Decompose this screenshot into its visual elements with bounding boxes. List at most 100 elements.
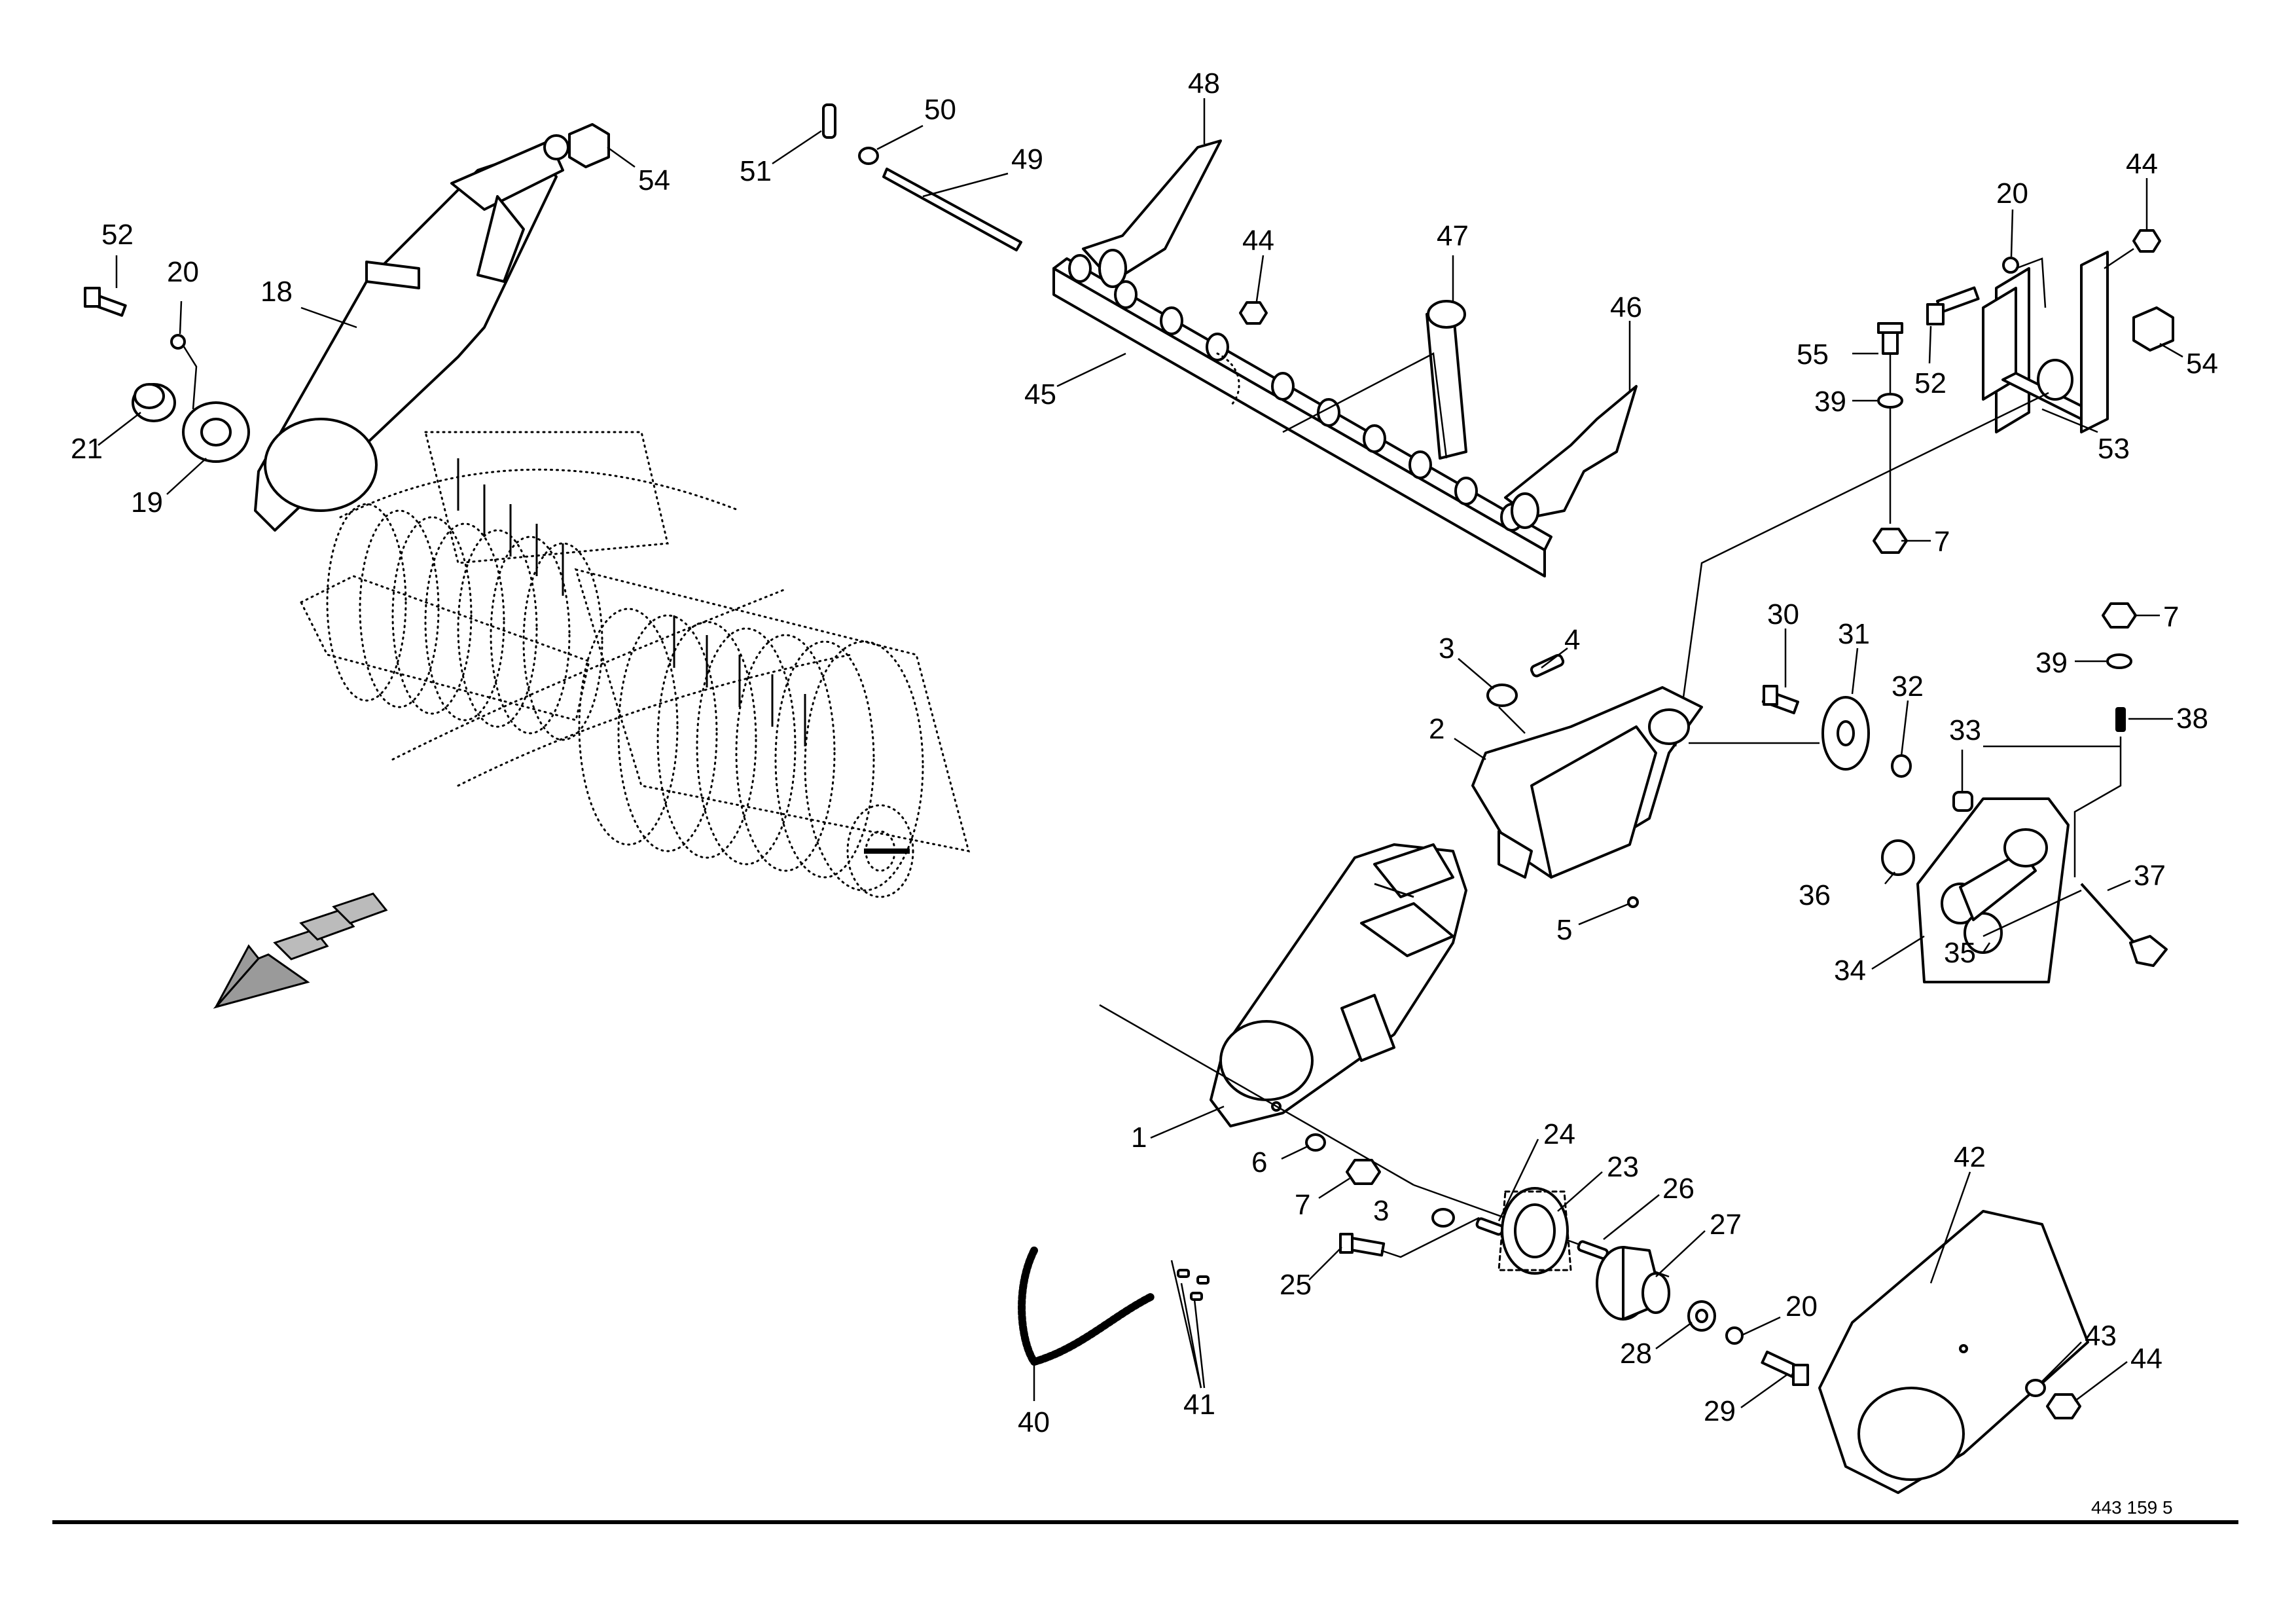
callout-31: 31 — [1838, 618, 1870, 650]
hub-27 — [1596, 1246, 1670, 1321]
washer-43 — [2025, 1379, 2046, 1397]
rotor-discs-left — [326, 503, 603, 741]
sprocket-23 — [1498, 1187, 1572, 1275]
bushing-21 — [132, 383, 176, 422]
callout-30: 30 — [1767, 598, 1799, 630]
bolt-25 — [1339, 1233, 1386, 1257]
grease-nipple-5 — [1627, 896, 1639, 908]
washer-32 — [1891, 754, 1912, 778]
washer-28 — [1687, 1300, 1716, 1332]
callout-40: 40 — [1018, 1406, 1050, 1438]
callout-44-right: 44 — [2126, 148, 2158, 180]
pin-51 — [822, 103, 836, 139]
tine-48 — [1082, 139, 1222, 288]
ring-36 — [1881, 839, 1915, 876]
callout-3-bottom: 3 — [1373, 1195, 1389, 1227]
callout-39-top: 39 — [1814, 386, 1846, 418]
spacer-33 — [1952, 791, 1973, 812]
bolt-52-left — [84, 287, 127, 317]
bolt-52-right — [1926, 286, 1980, 325]
callout-54-right: 54 — [2186, 348, 2218, 380]
callout-28: 28 — [1620, 1338, 1652, 1370]
tine-47 — [1426, 300, 1467, 460]
washer-39-right — [2106, 653, 2132, 669]
ring-3-top — [1486, 684, 1518, 707]
callout-34: 34 — [1834, 955, 1866, 987]
callout-25: 25 — [1280, 1269, 1312, 1301]
rotor-assembly-outline — [299, 431, 971, 898]
key-26 — [1577, 1240, 1609, 1260]
bolt-29 — [1761, 1351, 1809, 1386]
arm-2 — [1471, 686, 1703, 879]
callout-5: 5 — [1556, 914, 1572, 946]
direction-arrow — [213, 892, 388, 1009]
washer-20-right — [2002, 257, 2019, 274]
callout-7-top: 7 — [1934, 526, 1950, 558]
bolt-30 — [1761, 685, 1799, 715]
washer-20-left — [170, 334, 186, 350]
callout-21: 21 — [71, 433, 103, 465]
callout-23: 23 — [1607, 1151, 1639, 1183]
callout-44-bottom: 44 — [2130, 1343, 2162, 1375]
callout-7-mid: 7 — [1295, 1189, 1310, 1221]
callout-33: 33 — [1949, 714, 1981, 746]
callout-37: 37 — [2134, 860, 2166, 892]
callout-41: 41 — [1183, 1389, 1215, 1421]
callout-20-left: 20 — [167, 256, 199, 288]
tine-46 — [1504, 385, 1638, 529]
callout-53: 53 — [2098, 433, 2130, 465]
washer-39-top — [1877, 393, 1903, 409]
callout-47: 47 — [1437, 220, 1469, 252]
nut-7-top — [1873, 528, 1908, 554]
rod-37 — [2080, 883, 2168, 967]
callout-19: 19 — [131, 486, 163, 519]
callout-55: 55 — [1797, 338, 1829, 371]
chain-links-41 — [1170, 1260, 1210, 1389]
callout-38: 38 — [2176, 702, 2208, 735]
document-number: 443 159 5 — [2091, 1497, 2173, 1518]
pin-4 — [1530, 653, 1565, 678]
rotor-tines — [457, 458, 806, 746]
drive-arm-left — [254, 134, 569, 532]
tensioner-plate-34 — [1916, 797, 2070, 983]
callout-49: 49 — [1011, 143, 1043, 175]
callout-52-right: 52 — [1914, 367, 1946, 399]
rod-49 — [882, 168, 1022, 251]
callout-43: 43 — [2085, 1320, 2117, 1352]
callout-54-left: 54 — [638, 164, 670, 196]
callout-44-rail: 44 — [1242, 225, 1274, 257]
flange-plate-19 — [182, 401, 250, 463]
arm-1 — [1210, 843, 1467, 1127]
callout-2: 2 — [1429, 713, 1444, 745]
callout-51: 51 — [740, 155, 772, 187]
nut-44-rail — [1239, 301, 1268, 325]
washer-6 — [1305, 1133, 1326, 1152]
callout-46: 46 — [1610, 291, 1642, 323]
nut-44-right — [2132, 229, 2161, 253]
callout-52-left: 52 — [101, 219, 134, 251]
callout-45: 45 — [1024, 378, 1056, 410]
bolt-55 — [1877, 322, 1903, 355]
washer-50 — [858, 147, 879, 165]
callout-20-bottom: 20 — [1785, 1290, 1818, 1322]
callout-6: 6 — [1251, 1146, 1267, 1178]
callout-35: 35 — [1944, 937, 1976, 969]
chain-40 — [1018, 1247, 1156, 1366]
callout-1: 1 — [1131, 1122, 1147, 1154]
callout-4: 4 — [1564, 624, 1580, 656]
callout-3-top: 3 — [1439, 632, 1454, 665]
callout-32: 32 — [1892, 670, 1924, 702]
nut-44-bottom — [2046, 1393, 2081, 1419]
clamp-54-right — [2132, 306, 2174, 352]
sprocket-31 — [1821, 696, 1870, 771]
callout-24: 24 — [1543, 1118, 1575, 1150]
footer: 443 159 5 — [52, 1497, 2238, 1524]
callout-26: 26 — [1662, 1173, 1695, 1205]
callout-27: 27 — [1710, 1209, 1742, 1241]
callout-36: 36 — [1799, 879, 1831, 911]
callout-48: 48 — [1188, 67, 1220, 100]
callout-29: 29 — [1704, 1395, 1736, 1427]
spring-38 — [2115, 707, 2126, 732]
roller-rail-45 — [1052, 254, 1552, 577]
